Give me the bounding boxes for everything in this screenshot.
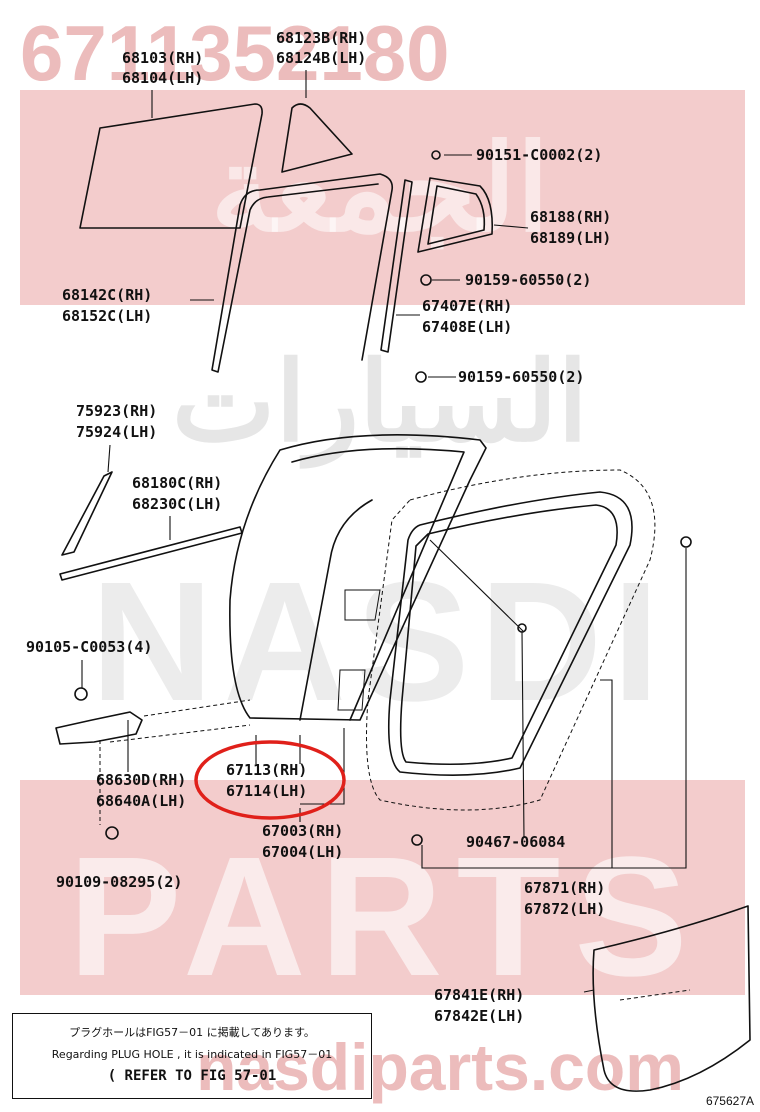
note-reference-link[interactable]: ( REFER TO FIG 57-01	[107, 1068, 277, 1084]
label-67113: 67113(RH)	[226, 761, 307, 779]
label-67872: 67872(LH)	[524, 900, 605, 918]
label-68630: 68630D(RH)	[96, 771, 186, 789]
door-inner-openings	[337, 589, 381, 711]
door-frame-garnish	[61, 471, 113, 556]
reference-note: プラグホールはFIG57－01 に掲載してあります。 Regarding PLU…	[12, 1013, 372, 1099]
label-68640: 68640A(LH)	[96, 792, 186, 810]
clip-upper-right	[680, 536, 692, 548]
label-68104: 68104(LH)	[122, 69, 203, 87]
label-90159-upper: 90159-60550(2)	[465, 271, 591, 289]
label-68123: 68123B(RH)	[276, 29, 366, 47]
label-75924: 75924(LH)	[76, 423, 157, 441]
label-67114: 67114(LH)	[226, 782, 307, 800]
label-75923: 75923(RH)	[76, 402, 157, 420]
parts	[55, 103, 751, 1092]
label-68230: 68230C(LH)	[132, 495, 222, 513]
door-hinge	[55, 711, 143, 745]
door-inner-frame	[291, 447, 465, 721]
watermark-part-number: 6711352180	[20, 9, 450, 97]
label-68188: 68188(RH)	[530, 208, 611, 226]
label-68103: 68103(RH)	[122, 49, 203, 67]
label-67407: 67407E(RH)	[422, 297, 512, 315]
note-line-japanese: プラグホールはFIG57－01 に掲載してあります。	[69, 1026, 315, 1039]
label-90105: 90105-C0053(4)	[26, 638, 152, 656]
quarter-glass	[281, 103, 353, 173]
bolt-90151	[431, 150, 441, 160]
label-67408: 67408E(LH)	[422, 318, 512, 336]
label-90467: 90467-06084	[466, 833, 565, 851]
label-67004: 67004(LH)	[262, 843, 343, 861]
part-labels: 68103(RH) 68104(LH) 68123B(RH) 68124B(LH…	[26, 29, 611, 1025]
watermark-arabic-mid: السيارات	[172, 341, 588, 469]
division-bar	[380, 179, 413, 353]
label-68189: 68189(LH)	[530, 229, 611, 247]
label-90151: 90151-C0002(2)	[476, 146, 602, 164]
watermark: 6711352180 الجمعة السيارات NASDI PARTS n…	[20, 9, 745, 1104]
watermark-band-top	[20, 90, 745, 305]
label-90159-lower: 90159-60550(2)	[458, 368, 584, 386]
label-68142: 68142C(RH)	[62, 286, 152, 304]
bolt-90159-upper	[420, 274, 432, 286]
door-panel-shell	[229, 434, 487, 721]
door-glass	[79, 103, 263, 229]
seal-dashed-outline	[366, 469, 656, 811]
watermark-latin-bottom: PARTS	[68, 822, 702, 1012]
door-weatherstrip-inner	[399, 504, 618, 766]
watermark-arabic-top: الجمعة	[211, 122, 550, 256]
label-68152: 68152C(LH)	[62, 307, 152, 325]
bolt-90105	[74, 687, 88, 701]
service-hole-cover-tape	[619, 989, 691, 1001]
bolt-90109	[105, 826, 119, 840]
glass-run-channel	[211, 173, 394, 373]
note-line-english: Regarding PLUG HOLE , it is indicated in…	[51, 1048, 333, 1061]
watermark-latin-mid: NASDI	[91, 547, 670, 737]
quarter-window-weatherstrip	[417, 177, 494, 253]
watermark-band-bottom	[20, 780, 745, 995]
door-weatherstrip	[387, 491, 633, 776]
bolt-90159-lower	[415, 371, 427, 383]
figure-code: 675627A	[705, 1094, 754, 1108]
label-67841: 67841E(RH)	[434, 986, 524, 1004]
label-67003: 67003(RH)	[262, 822, 343, 840]
leader-lines	[81, 70, 687, 993]
service-hole-cover	[592, 905, 751, 1092]
clip-lower-left	[411, 834, 423, 846]
highlight-ring	[194, 740, 346, 820]
label-90109: 90109-08295(2)	[56, 873, 182, 891]
label-68124: 68124B(LH)	[276, 49, 366, 67]
label-67842: 67842E(LH)	[434, 1007, 524, 1025]
label-68180: 68180C(RH)	[132, 474, 222, 492]
label-67871: 67871(RH)	[524, 879, 605, 897]
